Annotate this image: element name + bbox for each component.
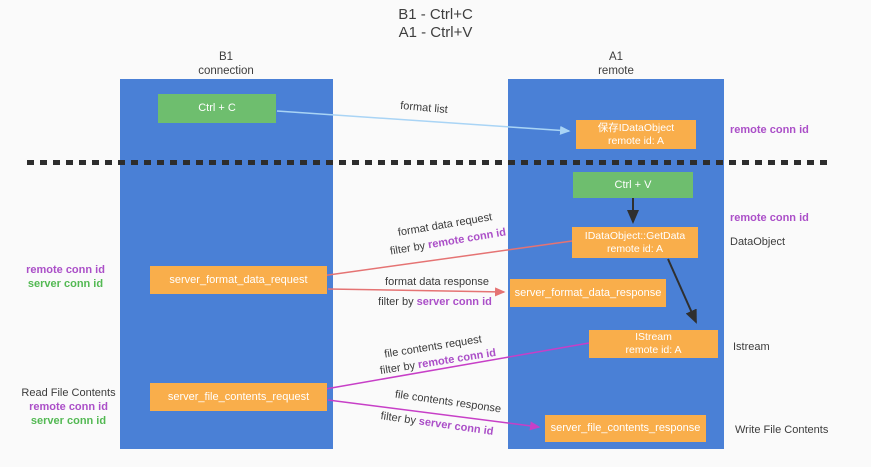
server-conn-id-label: server conn id [30, 415, 107, 427]
server-format-data-request-label: server_format_data_request [169, 273, 308, 286]
save-idataobject-line1: 保存IDataObject [597, 121, 675, 134]
server-conn-id-highlight: server conn id [417, 415, 495, 438]
left-lane-title: B1 [218, 51, 234, 63]
file-contents-response-label: file contents response [394, 388, 502, 416]
server-conn-id-label: server conn id [27, 278, 104, 290]
write-file-contents-label: Write File Contents [735, 424, 829, 436]
filter-prefix: filter by [379, 410, 420, 428]
format-data-response-arrow [327, 287, 506, 297]
title-line-1: B1 - Ctrl+C [398, 6, 473, 23]
getdata-line2: remote id: A [606, 242, 664, 255]
filter-prefix: filter by [389, 239, 430, 258]
diagram-title: B1 - Ctrl+C A1 - Ctrl+V [0, 6, 871, 42]
format-data-response-label: format data response [385, 276, 489, 288]
istream-line2: remote id: A [625, 344, 682, 356]
save-idataobject-box: 保存IDataObject remote id: A [576, 120, 696, 149]
title-line-2: A1 - Ctrl+V [398, 24, 473, 41]
server-format-data-request-box: server_format_data_request [150, 266, 327, 294]
remote-conn-id-label-right-2: remote conn id [730, 212, 809, 224]
dashed-divider-line [27, 160, 831, 165]
ctrl-v-label: Ctrl + V [614, 178, 652, 191]
save-idataobject-line2: remote id: A [607, 134, 665, 147]
left-lane-header: B1 connection [146, 50, 306, 78]
right-lane-header: A1 remote [536, 50, 696, 78]
remote-conn-id-label: remote conn id [29, 401, 108, 413]
left-lane-subtitle: connection [198, 65, 254, 77]
istream-box: IStream remote id: A [589, 330, 718, 358]
server-conn-id-highlight: server conn id [416, 296, 492, 308]
dataobject-label: DataObject [730, 236, 786, 248]
left-conn-id-group-top: remote conn id server conn id [18, 263, 113, 291]
left-conn-id-group-bottom: Read File Contents remote conn id server… [16, 386, 121, 428]
server-file-contents-request-label: server_file_contents_request [167, 390, 310, 403]
getdata-line1: IDataObject::GetData [584, 229, 686, 242]
filter-prefix: filter by [378, 296, 417, 308]
right-lane-title: A1 [608, 51, 624, 63]
server-format-data-response-box: server_format_data_response [510, 279, 666, 307]
idataobject-getdata-box: IDataObject::GetData remote id: A [572, 227, 698, 258]
remote-conn-id-label: remote conn id [26, 264, 105, 276]
remote-conn-id-label-right-1: remote conn id [730, 124, 809, 136]
filter-by-server-conn-id-label-1: filter by server conn id [378, 296, 492, 308]
read-file-contents-label: Read File Contents [21, 387, 116, 399]
server-format-data-response-label: server_format_data_response [514, 286, 662, 299]
format-list-label: format list [399, 99, 449, 117]
ctrl-v-box: Ctrl + V [573, 172, 693, 198]
filter-prefix: filter by [379, 359, 420, 378]
ctrl-c-label: Ctrl + C [198, 102, 236, 114]
ctrl-c-box: Ctrl + C [158, 94, 276, 123]
server-file-contents-request-box: server_file_contents_request [150, 383, 327, 411]
server-file-contents-response-box: server_file_contents_response [545, 415, 706, 442]
istream-line1: IStream [635, 331, 672, 343]
server-file-contents-response-label: server_file_contents_response [550, 422, 701, 434]
right-lane-subtitle: remote [598, 65, 634, 77]
istream-side-label: Istream [733, 341, 770, 353]
filter-by-server-conn-id-label-2: filter by server conn id [380, 410, 494, 438]
